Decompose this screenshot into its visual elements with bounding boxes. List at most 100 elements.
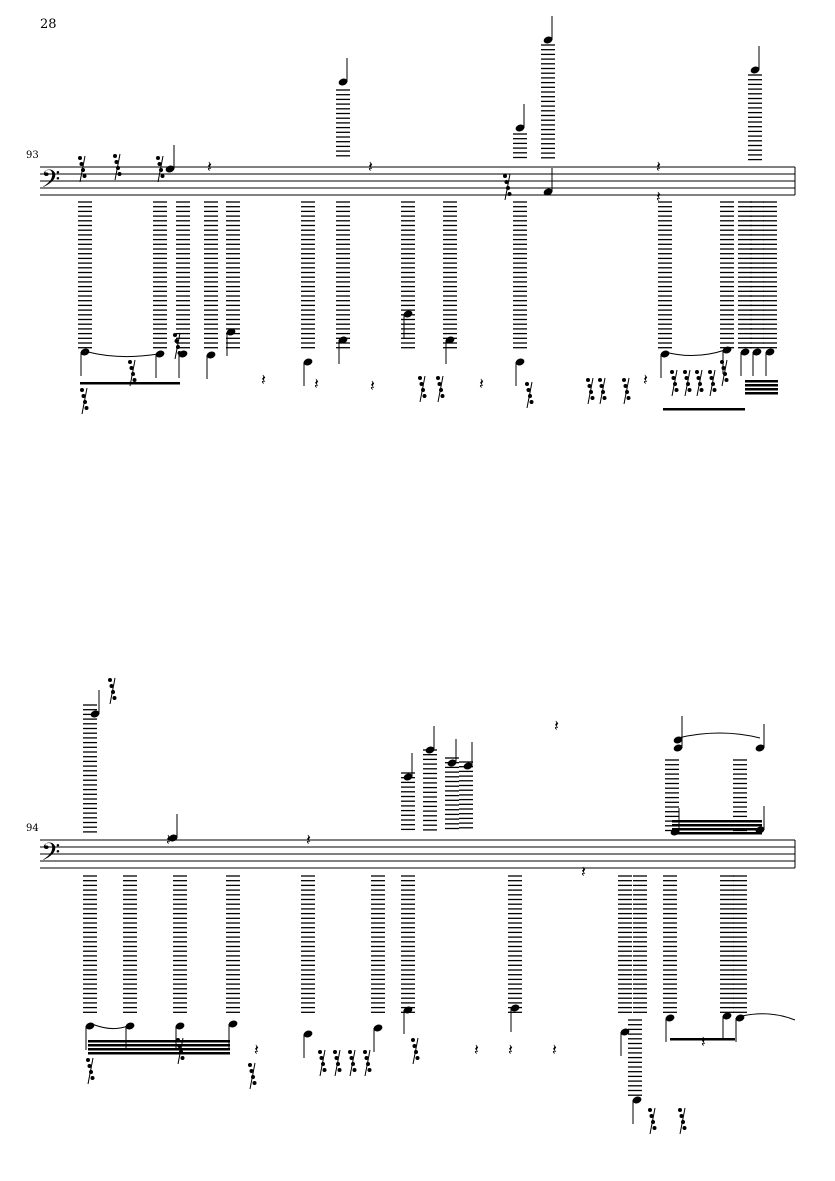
- grace-note: [724, 378, 729, 382]
- notehead: [403, 773, 413, 781]
- grace-note: [367, 1068, 372, 1072]
- beam: [745, 384, 778, 387]
- grace-stem: [696, 369, 703, 397]
- tie: [677, 732, 761, 739]
- grace-note: [436, 376, 440, 380]
- grace-note: [82, 174, 87, 178]
- notehead: [373, 1024, 383, 1032]
- grace-note: [128, 360, 132, 364]
- grace-note: [622, 378, 626, 382]
- grace-stem: [157, 155, 164, 183]
- grace-note: [319, 1056, 324, 1060]
- beam: [672, 832, 762, 835]
- grace-note: [113, 154, 117, 158]
- grace-note: [708, 370, 712, 374]
- quarter-rest-icon: 𝄽: [656, 187, 661, 206]
- quarter-rest-icon: 𝄽: [701, 1032, 706, 1051]
- grace-note: [348, 1050, 352, 1054]
- grace-note: [696, 376, 701, 380]
- grace-stem: [174, 332, 181, 360]
- quarter-rest-icon: 𝄽: [166, 830, 171, 849]
- tie: [741, 1013, 796, 1021]
- grace-note: [587, 384, 592, 388]
- grace-stem: [114, 153, 121, 181]
- grace-note: [422, 394, 427, 398]
- grace-note: [318, 1050, 322, 1054]
- quarter-rest-icon: 𝄽: [370, 376, 375, 395]
- quarter-rest-icon: 𝄽: [643, 370, 648, 389]
- grace-note: [437, 382, 442, 386]
- notehead: [303, 1030, 313, 1038]
- grace-stem: [709, 369, 716, 397]
- notehead: [80, 348, 90, 356]
- notehead: [620, 1028, 630, 1036]
- grace-note: [586, 378, 590, 382]
- notehead: [338, 336, 348, 344]
- quarter-rest-icon: 𝄽: [474, 1040, 479, 1059]
- notehead: [543, 188, 553, 196]
- grace-stem: [504, 173, 511, 201]
- measure-number-93: 93: [26, 150, 39, 161]
- notehead: [206, 351, 216, 359]
- beam: [672, 824, 762, 827]
- quarter-rest-icon: 𝄽: [581, 862, 586, 881]
- grace-note: [412, 1044, 417, 1048]
- grace-note: [352, 1068, 357, 1072]
- tie: [664, 349, 726, 356]
- grace-stem: [684, 369, 691, 397]
- grace-note: [590, 396, 595, 400]
- tie: [87, 351, 159, 358]
- grace-note: [712, 388, 717, 392]
- grace-note: [674, 388, 679, 392]
- grace-note: [683, 370, 687, 374]
- grace-note: [526, 388, 531, 392]
- grace-note: [364, 1056, 369, 1060]
- notehead: [543, 36, 553, 44]
- notehead: [755, 744, 765, 752]
- grace-note: [599, 384, 604, 388]
- beam: [88, 1040, 230, 1043]
- notehead: [765, 348, 775, 356]
- quarter-rest-icon: 𝄽: [261, 370, 266, 389]
- notehead: [445, 336, 455, 344]
- notehead: [403, 1006, 413, 1014]
- grace-note: [129, 366, 134, 370]
- grace-note: [507, 192, 512, 196]
- grace-stem: [679, 1107, 686, 1135]
- grace-note: [678, 1108, 682, 1112]
- bass-clef-icon: 𝄢: [41, 838, 60, 873]
- grace-note: [648, 1108, 652, 1112]
- beam: [670, 1038, 735, 1041]
- beam: [88, 1044, 230, 1047]
- grace-note: [114, 160, 119, 164]
- quarter-rest-icon: 𝄽: [207, 157, 212, 176]
- grace-note: [670, 370, 674, 374]
- grace-note: [252, 1081, 257, 1085]
- grace-stem: [419, 375, 426, 403]
- notehead: [155, 350, 165, 358]
- quarter-rest-icon: 𝄽: [656, 157, 661, 176]
- grace-stem: [129, 359, 136, 387]
- beam: [88, 1052, 230, 1055]
- grace-stem: [109, 677, 116, 705]
- notehead: [228, 1020, 238, 1028]
- grace-note: [132, 378, 137, 382]
- beam: [672, 820, 762, 823]
- grace-note: [598, 378, 602, 382]
- grace-note: [157, 162, 162, 166]
- grace-stem: [623, 377, 630, 405]
- notehead: [425, 746, 435, 754]
- notehead: [673, 736, 683, 744]
- quarter-rest-icon: 𝄽: [368, 157, 373, 176]
- quarter-rest-icon: 𝄽: [254, 1040, 259, 1059]
- notehead: [673, 744, 683, 752]
- grace-note: [248, 1063, 252, 1067]
- grace-note: [699, 388, 704, 392]
- grace-stem: [649, 1107, 656, 1135]
- grace-note: [173, 333, 177, 337]
- grace-stem: [671, 369, 678, 397]
- quarter-rest-icon: 𝄽: [314, 374, 319, 393]
- notehead: [752, 348, 762, 356]
- grace-note: [682, 1126, 687, 1130]
